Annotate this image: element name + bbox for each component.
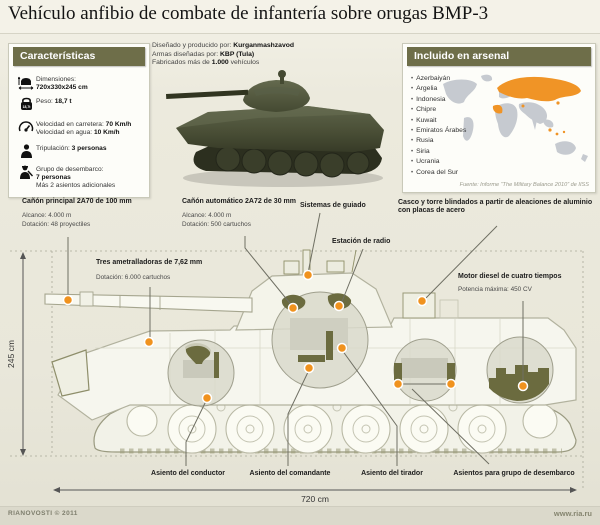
dot-auto-cannon (287, 302, 299, 314)
commander-seat-base (298, 355, 325, 362)
country-item: •Chipre (411, 106, 437, 114)
driver-console (183, 360, 215, 378)
bmp3-schematic: 245 cm (6, 212, 584, 504)
country-item: •Ucrania (411, 158, 440, 166)
track-assembly (93, 402, 577, 454)
char-row-dimensions: Dimensiones:720x330x245 cm (16, 75, 88, 92)
callout-driver-seat: Asiento del conductor (151, 470, 225, 477)
title-bar (0, 0, 600, 34)
bow-plow (51, 349, 90, 397)
characteristics-header: Características (13, 47, 145, 66)
dimensions-icon (16, 75, 36, 91)
production-line: Fabricados más de 1.000 vehículos (152, 59, 260, 67)
dot-troop-seat-right (445, 378, 457, 390)
dot-machine-guns (143, 336, 155, 348)
country-item: •Indonesia (411, 95, 446, 103)
callout-radio: Estación de radio (332, 238, 391, 245)
callout-main-gun: Cañón principal 2A70 de 100 mm Alcance: … (22, 198, 132, 228)
dimensions-text: Dimensiones:720x330x245 cm (36, 76, 88, 91)
weight-text: Peso: 18,7 t (36, 98, 72, 105)
dot-gunner-seat (336, 342, 348, 354)
dot-main-gun (62, 294, 74, 306)
country-item: •Azerbaiyán (411, 75, 451, 82)
char-row-weight: 18,7t Peso: 18,7 t (16, 97, 72, 112)
callout-machine-guns: Tres ametralladoras de 7,62 mm Dotación:… (96, 259, 203, 282)
crew-icon (16, 144, 36, 159)
producer-info: Diseñado y producido por: Kurganmashzavo… (152, 42, 294, 68)
troop-bench (401, 358, 448, 378)
callout-commander-seat: Asiento del comandante (249, 470, 331, 477)
crew-text: Tripulación: 3 personas (36, 145, 107, 152)
country-item: •Siria (411, 147, 430, 155)
height-label: 245 cm (6, 340, 16, 368)
length-label: 720 cm (301, 494, 329, 504)
dot-commander-seat (303, 362, 315, 374)
page-title: Vehículo anfibio de combate de infanterí… (8, 3, 489, 24)
callout-gunner-seat: Asiento del tirador (361, 470, 423, 477)
callout-troop-seats: Asientos para grupo de desembarco (453, 470, 575, 477)
bmp3-photo (166, 70, 384, 187)
svg-text:18,7t: 18,7t (22, 105, 31, 109)
height-dimension: 245 cm (6, 252, 26, 456)
country-item: •Kuwait (411, 116, 437, 124)
dot-armor (416, 295, 428, 307)
dot-radio (333, 300, 345, 312)
callout-armor: Casco y torre blindados a partir de alea… (398, 199, 593, 215)
callout-engine: Motor diesel de cuatro tiempos Potencia … (458, 273, 562, 294)
callout-dots (62, 269, 529, 404)
characteristics-panel: Características Dimensiones:720x330x245 … (8, 43, 150, 198)
driver-seat-shape (185, 345, 211, 364)
arsenal-panel: Incluido en arsenal (402, 43, 596, 193)
turret-top-gear (283, 249, 357, 275)
leader-lines (67, 212, 524, 466)
road-wheels (126, 403, 558, 454)
world-map (443, 74, 588, 162)
troop-seat-right (447, 363, 455, 383)
main-gun-barrel (44, 291, 253, 313)
country-item: •Emiratos Árabes (411, 127, 467, 135)
arsenal-country-list: •Azerbaiyán •Argelia •Indonesia •Chipre … (411, 74, 466, 178)
footer-site-link[interactable]: www.ria.ru (553, 509, 592, 518)
char-row-troops: Grupo de desembarco: 7 personas Más 2 as… (16, 165, 115, 190)
soldier-icon (16, 165, 36, 181)
char-row-crew: Tripulación: 3 personas (16, 144, 107, 159)
dot-troop-seat-left (392, 378, 404, 390)
producer-line: Diseñado y producido por: Kurganmashzavo… (152, 42, 295, 49)
weapons-line: Armas diseñadas por: KBP (Tula) (152, 50, 255, 58)
weight-icon: 18,7t (16, 97, 36, 112)
tank-turret (243, 80, 310, 112)
arsenal-header: Incluido en arsenal (407, 47, 591, 66)
map-arsenal-highlights (492, 76, 581, 136)
troops-text: Grupo de desembarco: 7 personas Más 2 as… (36, 166, 116, 189)
dot-driver-seat (201, 392, 213, 404)
reference-dashes (10, 250, 584, 490)
tank-barrel (166, 89, 249, 99)
footer-strip (0, 506, 600, 525)
speedometer-icon (16, 120, 36, 133)
inset-circles (167, 291, 554, 407)
char-row-speed: Velocidad en carretera: 70 Km/h Velocida… (16, 120, 131, 137)
arsenal-source: Fuente: Informe “The Military Balance 20… (459, 182, 589, 188)
country-item: •Corea del Sur (411, 168, 459, 176)
dot-guidance (302, 269, 314, 281)
speed-text: Velocidad en carretera: 70 Km/h Velocida… (36, 121, 132, 136)
country-item: •Argelia (411, 85, 438, 93)
callout-auto-cannon: Cañón automático 2A72 de 30 mm Alcance: … (182, 198, 296, 228)
footer-brand: RIANOVOSTI © 2011 (8, 510, 78, 517)
troop-seat-left (394, 363, 402, 383)
length-dimension: 720 cm (53, 487, 577, 504)
dot-engine (517, 380, 529, 392)
gunner-seat-back (326, 331, 333, 360)
country-item: •Rusia (411, 137, 434, 145)
callout-guidance: Sistemas de guiado (300, 202, 366, 209)
